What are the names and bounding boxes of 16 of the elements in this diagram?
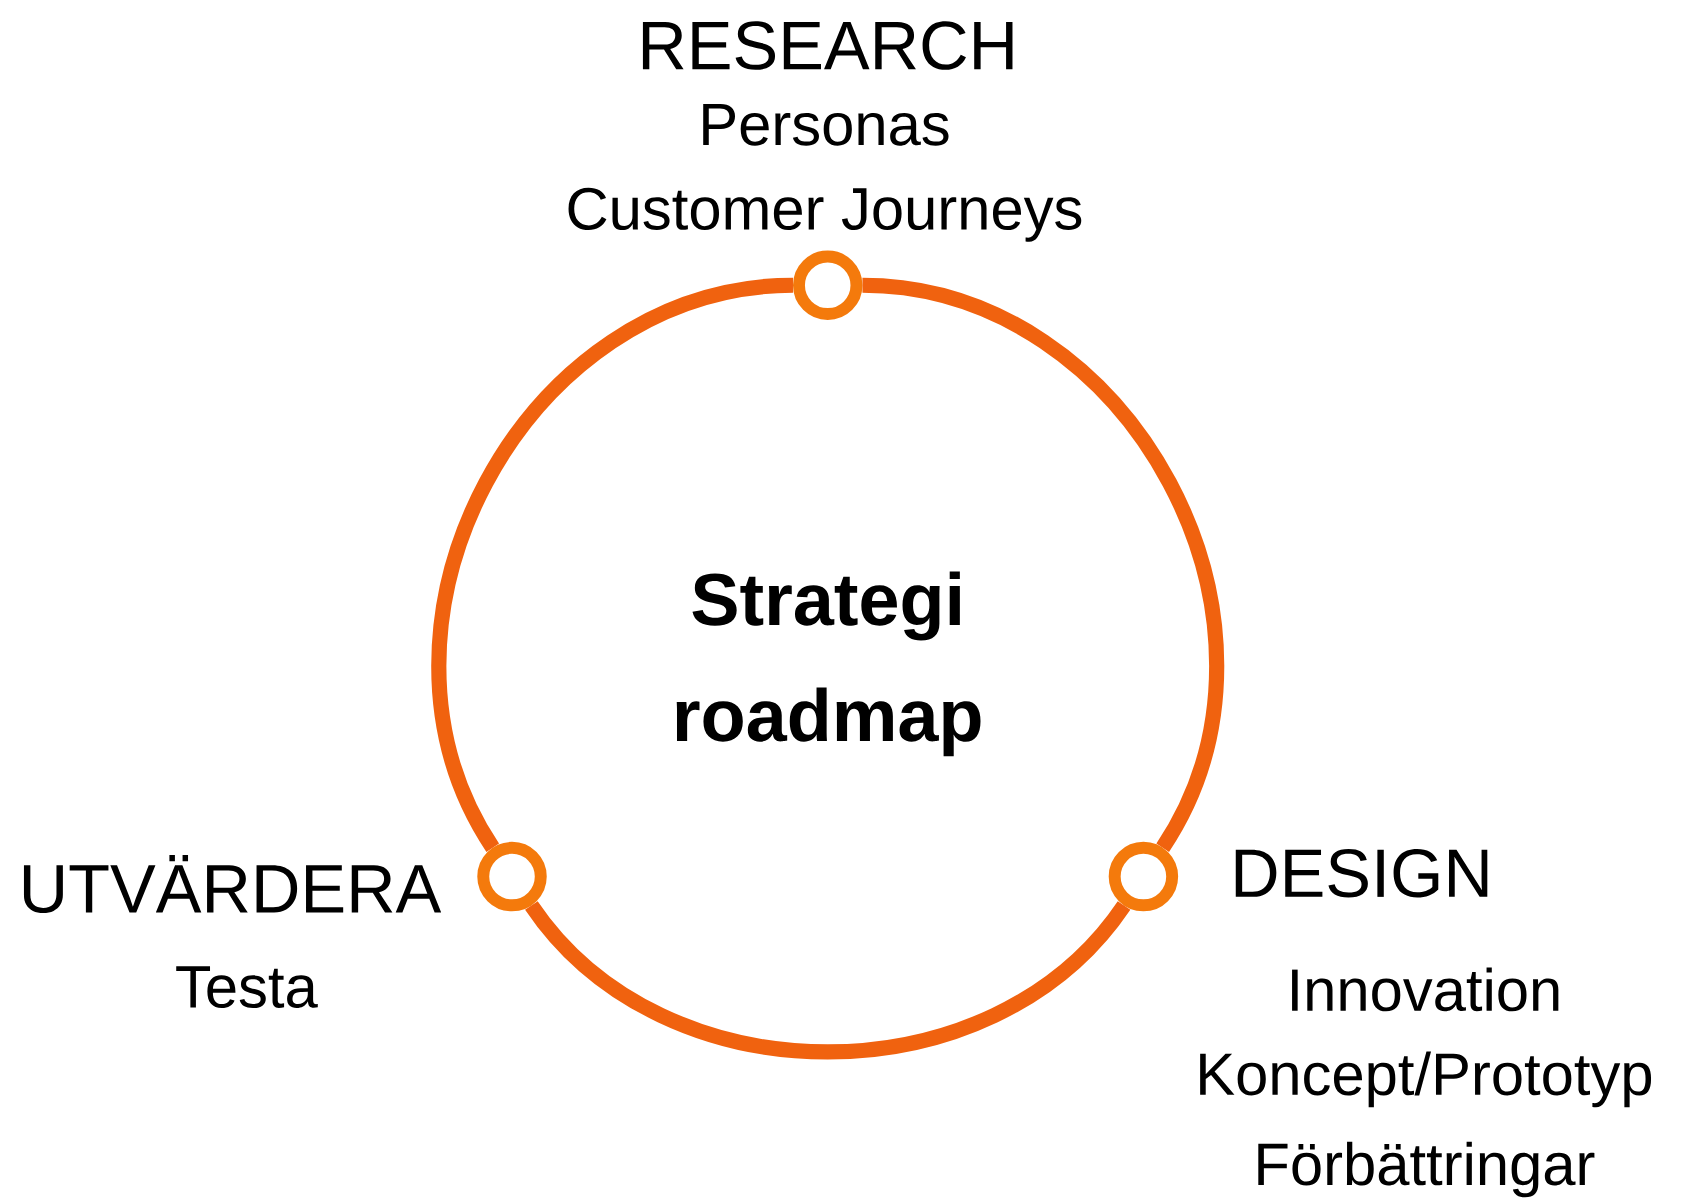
item-text: Förbättringar [1258, 1141, 1595, 1198]
heading-text: DESIGN [1235, 849, 1488, 898]
arc-connector [525, 900, 1130, 1060]
arc-connector [431, 277, 794, 852]
item-text: Innovation [1292, 967, 1559, 1012]
center-title: Strategi roadmap [676, 571, 981, 757]
ring-marker [477, 841, 547, 912]
item-text: Koncept/Prototyp [1200, 1051, 1652, 1108]
heading-text: UTVÄRDERA [23, 855, 442, 914]
item-text: Customer Journeys [568, 187, 1082, 242]
heading-text: RESEARCH [642, 21, 1013, 70]
ring-marker [1108, 841, 1179, 912]
item-text: Testa [176, 966, 318, 1009]
ring-marker [793, 250, 863, 320]
arc-connector [861, 277, 1225, 852]
item-text: Personas [703, 103, 949, 146]
